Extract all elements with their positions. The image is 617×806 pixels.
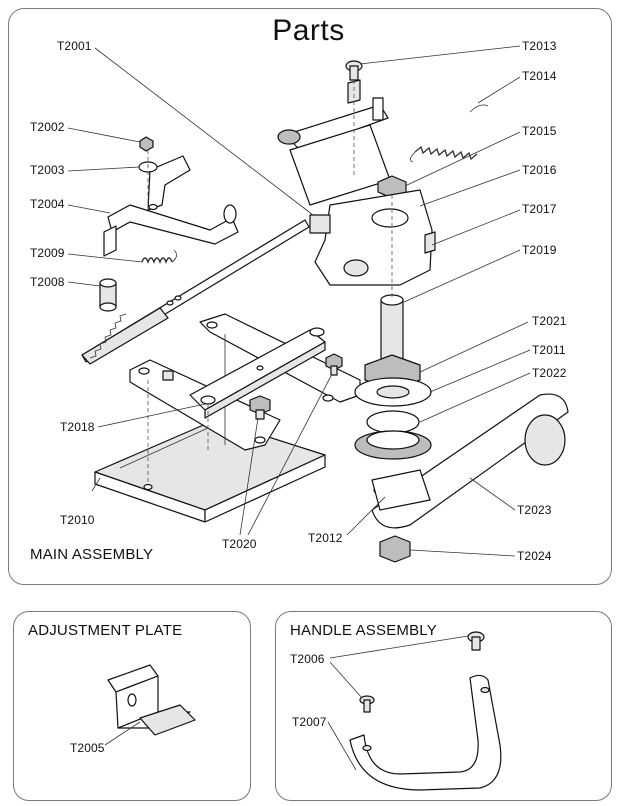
label-t2007: T2007 xyxy=(292,715,327,729)
label-t2001: T2001 xyxy=(57,39,92,53)
belt-arm-part xyxy=(371,393,569,529)
label-t2014: T2014 xyxy=(522,69,557,83)
label-t2016: T2016 xyxy=(522,163,557,177)
small-bolt-part xyxy=(249,353,343,420)
label-t2013: T2013 xyxy=(522,39,557,53)
base-channel-part xyxy=(94,417,326,523)
bearing-stack-part xyxy=(354,354,432,460)
label-t2022: T2022 xyxy=(532,366,567,380)
long-rod-part xyxy=(81,219,310,365)
handle-assembly-heading: HANDLE ASSEMBLY xyxy=(290,622,437,639)
label-t2019: T2019 xyxy=(522,243,557,257)
label-t2006: T2006 xyxy=(290,652,325,666)
bushing-part xyxy=(99,278,117,312)
label-t2002: T2002 xyxy=(30,120,65,134)
page-title: Parts xyxy=(272,14,345,47)
shaft-part xyxy=(380,294,404,361)
main-assembly-heading: MAIN ASSEMBLY xyxy=(30,546,154,563)
label-t2009: T2009 xyxy=(30,246,65,260)
small-spring-part xyxy=(141,249,177,264)
label-t2017: T2017 xyxy=(522,202,557,216)
bracket-part xyxy=(103,155,239,257)
handle-part xyxy=(349,674,502,791)
adjustment-plate-heading: ADJUSTMENT PLATE xyxy=(28,622,183,639)
handle-screw-part xyxy=(359,631,485,713)
adjustment-plate-part xyxy=(107,664,196,736)
upper-lever-part xyxy=(277,79,391,206)
label-t2008: T2008 xyxy=(30,275,65,289)
top-screw-part xyxy=(345,60,363,81)
label-t2020: T2020 xyxy=(222,537,257,551)
label-t2021: T2021 xyxy=(532,314,567,328)
label-t2023: T2023 xyxy=(517,503,552,517)
label-t2015: T2015 xyxy=(522,124,557,138)
cam-plate-part xyxy=(309,189,436,286)
small-nut-part xyxy=(139,136,154,152)
label-t2018: T2018 xyxy=(60,420,95,434)
link-bar-part xyxy=(189,327,326,419)
label-t2024: T2024 xyxy=(517,549,552,563)
label-t2012: T2012 xyxy=(308,531,343,545)
handle-assembly-panel xyxy=(275,611,612,801)
label-t2004: T2004 xyxy=(30,197,65,211)
label-t2003: T2003 xyxy=(30,163,65,177)
label-t2005: T2005 xyxy=(70,741,105,755)
large-spring-part xyxy=(410,104,489,163)
label-t2010: T2010 xyxy=(60,513,95,527)
label-t2011: T2011 xyxy=(532,343,566,357)
bottom-knob-part xyxy=(379,535,411,563)
